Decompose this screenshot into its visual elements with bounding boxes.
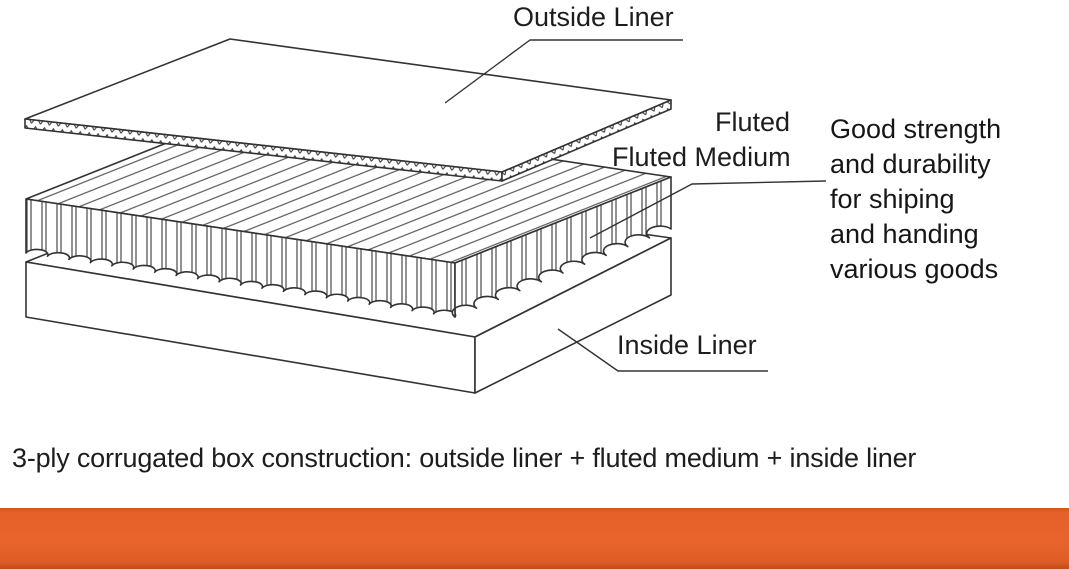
fluted-medium-label: Fluted Medium xyxy=(612,142,791,172)
caption-text: 3-ply corrugated box construction: outsi… xyxy=(12,443,917,473)
fluted-medium-leader xyxy=(589,180,827,239)
note-line: and durability xyxy=(830,149,991,179)
leader-lines xyxy=(444,39,827,372)
fluted-label: Fluted xyxy=(715,107,791,137)
inside-liner-label: Inside Liner xyxy=(617,330,757,360)
inside-liner-leader xyxy=(557,328,768,372)
banner: tion Vestatle and economical packaging s… xyxy=(0,508,1069,569)
outside-liner-layer xyxy=(24,38,672,182)
note-line: and handing xyxy=(830,219,979,249)
note-line: Good strength xyxy=(830,114,1002,144)
note-line: various goods xyxy=(830,254,999,284)
outside-liner-leader xyxy=(444,39,683,104)
note-text-block: Good strength and durability for shiping… xyxy=(830,112,1001,287)
corrugated-board-diagram xyxy=(24,38,827,394)
outside-liner-label: Outside Liner xyxy=(513,2,674,32)
note-line: for shiping xyxy=(830,184,955,214)
fluted-medium-layer xyxy=(25,112,672,318)
